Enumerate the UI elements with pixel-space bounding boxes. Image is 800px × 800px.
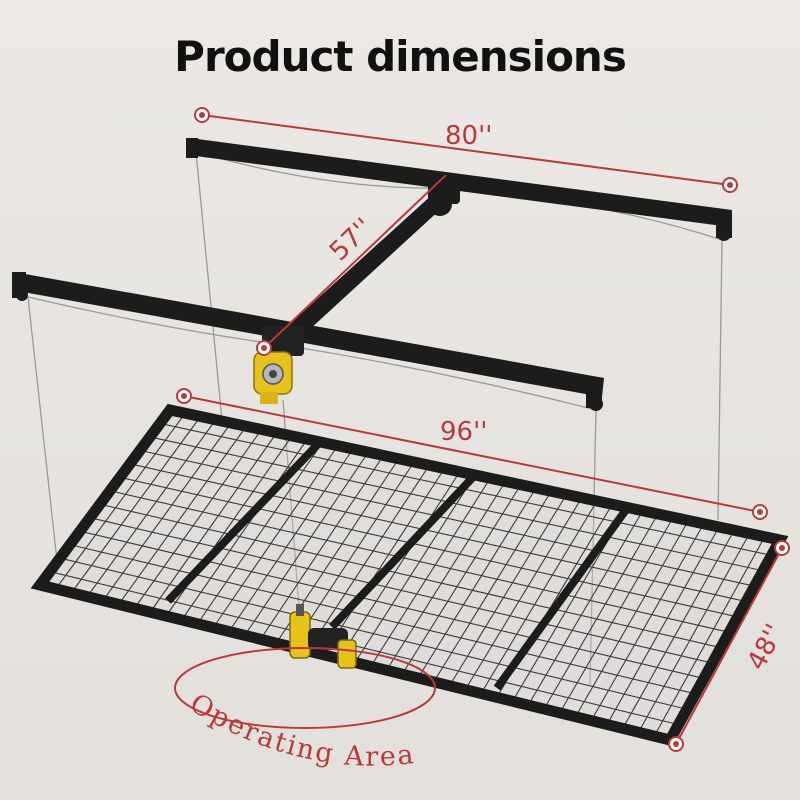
grid-wire <box>386 481 506 671</box>
grid-wire <box>59 557 688 710</box>
grid-wire <box>401 484 522 675</box>
top-beam-dimension-label: 80'' <box>445 121 492 151</box>
grid-wire <box>99 503 721 649</box>
motor-drum-icon <box>428 192 452 216</box>
grid-wire <box>71 416 201 594</box>
rack-length-dimension-line <box>183 395 761 513</box>
grid-wire <box>354 474 476 663</box>
grid-wire <box>307 464 430 652</box>
overhead-beams <box>12 138 732 411</box>
wire-grid <box>49 412 772 737</box>
dimension-lines <box>174 114 783 745</box>
grid-wire <box>449 494 567 687</box>
grid-wire <box>149 432 278 613</box>
grid-wire <box>55 412 186 590</box>
grid-wire <box>653 536 766 737</box>
grid-wire <box>197 442 323 625</box>
grid-wire <box>606 526 720 725</box>
grid-wire <box>480 500 598 694</box>
grid-wire <box>590 523 705 721</box>
operating-area-ellipse <box>174 647 436 729</box>
grid-wire <box>622 529 735 729</box>
grid-wire <box>244 451 369 636</box>
grid-wire <box>559 516 674 714</box>
rack-divider-bar <box>329 472 478 630</box>
pulley-icon <box>717 227 731 241</box>
rear-beam-left-bracket <box>186 138 198 158</box>
rack-divider-bar <box>165 439 323 604</box>
grid-wire <box>149 436 764 572</box>
rack-width-dimension-line <box>675 547 783 745</box>
grid-wire <box>119 476 738 618</box>
grid-wire <box>181 438 308 621</box>
pulley-icon <box>16 289 28 301</box>
grid-wire <box>260 455 384 640</box>
hoist-winch-icon <box>253 326 304 404</box>
grid-wire <box>129 463 747 603</box>
grid-wire <box>417 487 537 679</box>
grid-wire <box>323 468 445 656</box>
front-beam <box>12 272 604 397</box>
grid-wire <box>102 422 232 601</box>
center-beam-dimension-line <box>263 174 447 349</box>
grid-wire <box>527 510 644 706</box>
grid-wire <box>638 533 750 733</box>
grid-wire <box>69 544 696 695</box>
grid-wire <box>291 461 415 648</box>
grid-wire <box>464 497 583 690</box>
storage-rack <box>30 403 789 747</box>
grid-wire <box>212 445 339 628</box>
power-drill-icon <box>289 604 357 669</box>
grid-wire <box>134 429 262 609</box>
grid-wire <box>543 513 659 710</box>
grid-wire <box>575 520 689 718</box>
operating-area-label: Operating Area <box>184 688 416 773</box>
grid-wire <box>109 490 730 633</box>
center-beam <box>272 183 455 352</box>
grid-wire <box>79 530 704 679</box>
grid-wire <box>89 517 713 664</box>
grid-wire <box>139 449 755 587</box>
pulley-icon <box>589 397 603 411</box>
top-beam-dimension-line <box>201 114 731 186</box>
rack-length-dimension-label: 96'' <box>440 417 487 447</box>
grid-wire <box>338 471 461 659</box>
grid-wire <box>228 448 354 632</box>
grid-wire <box>86 419 217 597</box>
grid-wire <box>49 571 679 726</box>
grid-wire <box>433 490 552 683</box>
rack-divider-bar <box>493 504 632 691</box>
page-title: Product dimensions <box>174 32 627 81</box>
rack-width-dimension-label: 48'' <box>742 619 791 675</box>
grid-wire <box>370 477 491 667</box>
grid-wire <box>118 425 247 605</box>
